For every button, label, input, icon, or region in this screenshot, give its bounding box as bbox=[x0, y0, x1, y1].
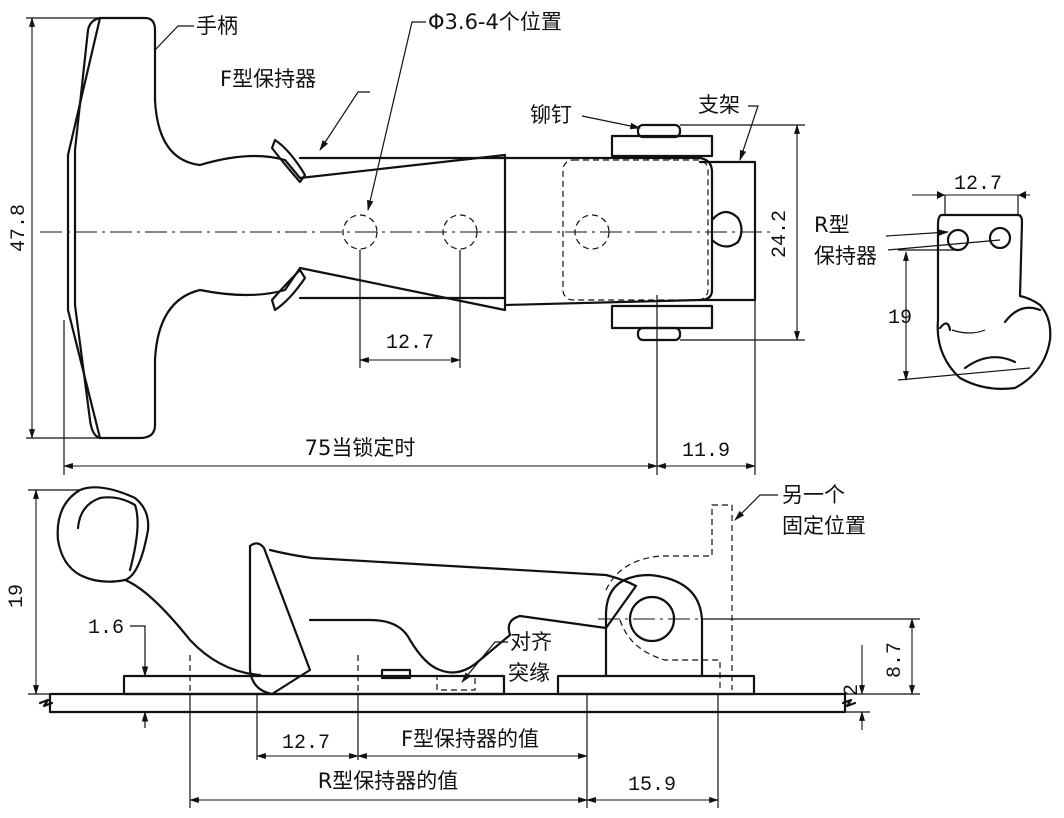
r-retainer-label-1: R型 bbox=[814, 213, 850, 237]
rivet-label: 铆钉 bbox=[530, 103, 572, 127]
align-label-1: 对齐 bbox=[510, 630, 552, 654]
r-dim-height-label: 19 bbox=[888, 307, 912, 330]
r-retainer-label-2: 保持器 bbox=[814, 244, 877, 268]
rivet-bottom bbox=[610, 304, 714, 330]
handle-side bbox=[56, 486, 638, 677]
base-plate bbox=[48, 692, 847, 714]
dim-height-label: 47.8 bbox=[8, 204, 31, 252]
dim-bracket-height-label: 24.2 bbox=[769, 210, 792, 258]
r-dim-width-label: 12.7 bbox=[954, 173, 1002, 196]
side-dim-thickness-label: 1.6 bbox=[88, 617, 124, 640]
side-dim-base-label: 2 bbox=[841, 684, 864, 696]
dim-locked-length-label: 75当锁定时 bbox=[305, 436, 416, 460]
t-handle-outline bbox=[66, 16, 507, 440]
dim-right-label: 11.9 bbox=[682, 440, 730, 463]
side-dim-spacing-label: 12.7 bbox=[282, 732, 330, 755]
handle-label: 手柄 bbox=[196, 14, 238, 38]
align-label-2: 突缘 bbox=[508, 661, 550, 685]
pivot-bracket bbox=[604, 573, 704, 678]
r-retainer-detail: 12.7 19 R型 保持器 bbox=[814, 173, 1052, 390]
bracket bbox=[698, 160, 757, 302]
top-view: 47.8 24.2 12.7 75当锁定时 11.9 手柄 Φ3.6-4个位置 … bbox=[8, 10, 805, 475]
side-dim-height-label: 19 bbox=[6, 584, 29, 608]
side-dim-right-label: 15.9 bbox=[628, 774, 676, 797]
alt-position-label-1: 另一个 bbox=[782, 483, 845, 507]
side-dim-pivot-height-label: 8.7 bbox=[884, 642, 907, 678]
f-retainer-upper bbox=[270, 138, 307, 184]
f-retainer-label: F型保持器 bbox=[220, 67, 316, 91]
hole-spec-label: Φ3.6-4个位置 bbox=[428, 10, 562, 34]
bracket-label: 支架 bbox=[698, 93, 740, 117]
keeper bbox=[248, 542, 312, 696]
t-handle-edge bbox=[73, 16, 102, 440]
dim-hole-spacing-label: 12.7 bbox=[386, 332, 434, 355]
f-retainer-lower bbox=[270, 268, 307, 312]
alt-position-label-2: 固定位置 bbox=[782, 514, 866, 538]
r-value-label: R型保持器的值 bbox=[318, 769, 459, 793]
bracket-base bbox=[556, 674, 756, 696]
side-view: 19 1.6 8.7 2 另一个 固定位置 对齐 突缘 12.7 F型保持器的值… bbox=[6, 483, 920, 808]
f-retainer-base bbox=[122, 674, 506, 696]
f-value-label: F型保持器的值 bbox=[401, 727, 539, 751]
r-retainer-outline bbox=[936, 213, 1052, 390]
rivet-top bbox=[610, 134, 714, 158]
